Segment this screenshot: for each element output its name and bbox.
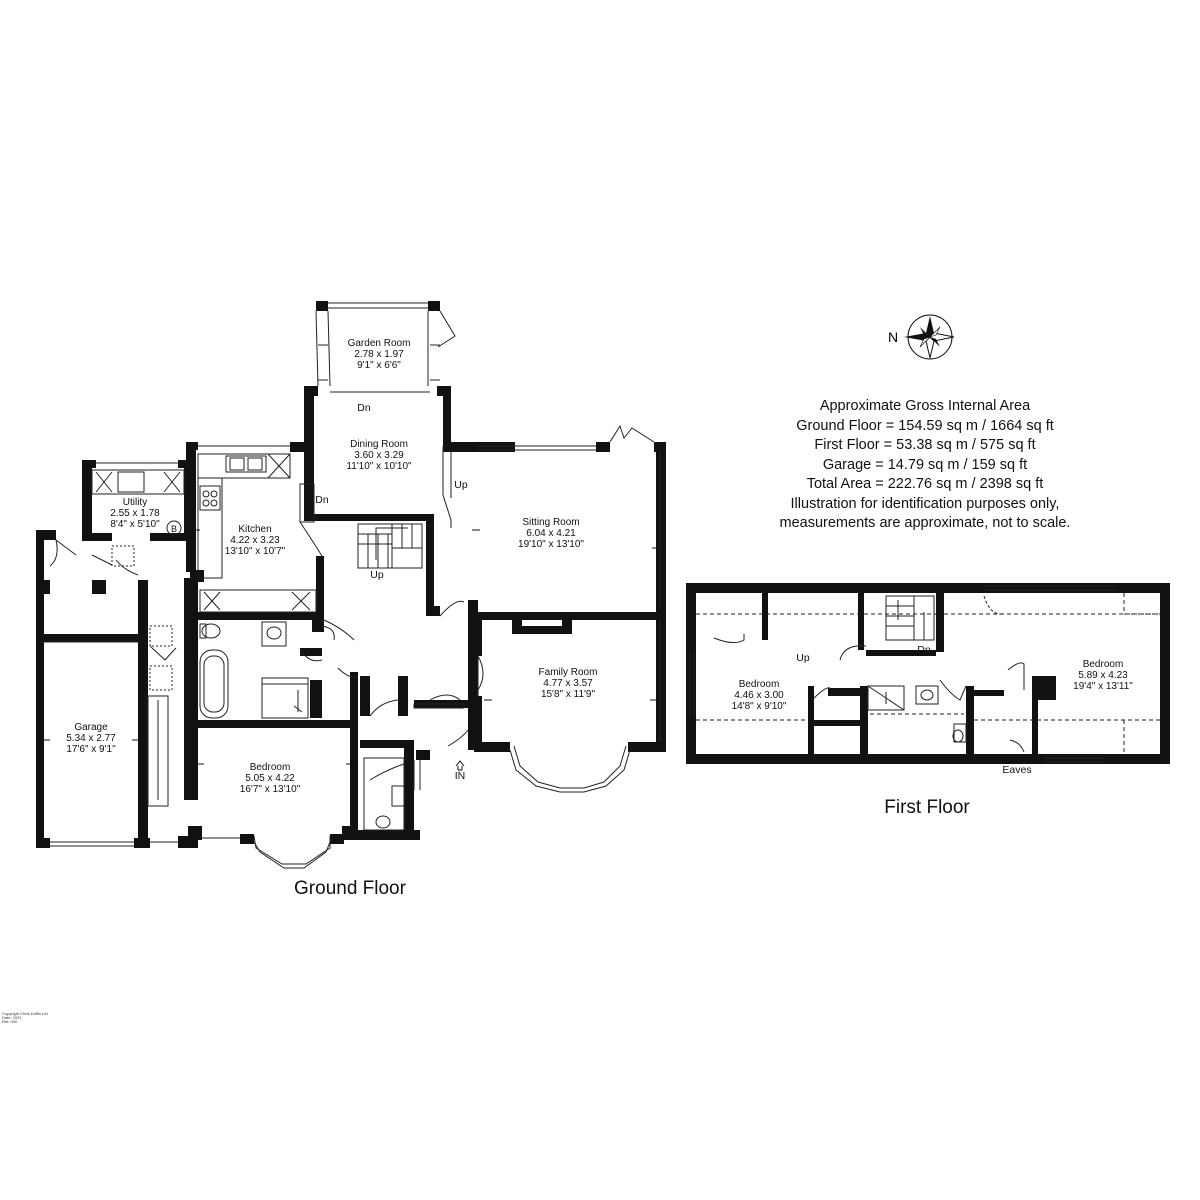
ff-bedroom-right-name: Bedroom (1083, 659, 1124, 670)
kitchen-name: Kitchen (238, 524, 271, 535)
family-room-imperial: 15'8" x 11'9" (541, 689, 596, 700)
entrance-marker: IN (455, 770, 466, 782)
first-floor-caption: First Floor (884, 797, 970, 818)
area-heading: Approximate Gross Internal Area (819, 398, 1031, 414)
ground-floor-walls (36, 301, 666, 848)
dn-garden-marker: Dn (357, 402, 371, 414)
bedroom-imperial: 16'7" x 13'10" (240, 784, 301, 795)
bedroom-name: Bedroom (250, 762, 291, 773)
ff-bedroom-right-imperial: 19'4" x 13'11" (1073, 681, 1133, 692)
sitting-room-imperial: 19'10" x 13'10" (518, 539, 584, 550)
dining-room-metric: 3.60 x 3.29 (354, 450, 404, 461)
ff-up-marker: Up (796, 652, 810, 664)
sitting-room-metric: 6.04 x 4.21 (526, 528, 576, 539)
kitchen-metric: 4.22 x 3.23 (230, 535, 280, 546)
garden-room-metric: 2.78 x 1.97 (354, 349, 404, 360)
kitchen-imperial: 13'10" x 10'7" (225, 546, 286, 557)
garage-imperial: 17'6" x 9'1" (66, 744, 116, 755)
area-disclaimer-1: Illustration for identification purposes… (790, 495, 1060, 512)
copyright-line-2: Date: 2021 (2, 1015, 22, 1020)
compass: N (882, 306, 962, 366)
first-floor-walls (686, 583, 1170, 764)
area-summary: Approximate Gross Internal Area Ground F… (740, 397, 1110, 534)
bedroom-metric: 5.05 x 4.22 (245, 773, 295, 784)
copyright-line-1: Copyright Chris Duffin Ltd (2, 1011, 48, 1016)
ground-floor-details (40, 302, 661, 869)
eaves-marker: Eaves (1002, 764, 1031, 776)
family-room-name: Family Room (539, 667, 598, 678)
area-total: Total Area = 222.76 sq m / 2398 sq ft (806, 476, 1044, 492)
up-sitting-marker: Up (454, 479, 468, 491)
boiler-marker: B (171, 524, 177, 534)
compass-north-label: N (888, 329, 898, 345)
ff-dn-marker: Dn (917, 644, 931, 656)
room-labels: Garden Room 2.78 x 1.97 9'1" x 6'6" Dini… (66, 338, 1133, 795)
first-floor-details (689, 585, 1160, 763)
sitting-room-name: Sitting Room (522, 517, 579, 528)
family-room-metric: 4.77 x 3.57 (543, 678, 593, 689)
markers: Dn Dn Up Up IN B Up Dn Eaves (171, 402, 1032, 782)
area-ground-floor: Ground Floor = 154.59 sq m / 1664 sq ft (796, 417, 1054, 434)
ground-floor-ticks (44, 454, 662, 765)
ff-bedroom-left-name: Bedroom (739, 679, 780, 690)
garden-room-imperial: 9'1" x 6'6" (357, 360, 401, 371)
up-stairs-marker: Up (370, 569, 384, 581)
area-garage: Garage = 14.79 sq m / 159 sq ft (822, 456, 1028, 473)
ground-floor-caption: Ground Floor (294, 878, 406, 899)
copyright-line-3: Ref: 000 (2, 1019, 18, 1024)
area-first-floor: First Floor = 53.38 sq m / 575 sq ft (814, 437, 1036, 453)
compass-rose-icon: N (888, 314, 955, 360)
dining-room-name: Dining Room (350, 439, 408, 450)
ff-bedroom-left-imperial: 14'8" x 9'10" (732, 701, 787, 712)
dn-kitchen-marker: Dn (315, 494, 329, 506)
copyright-notice: Copyright Chris Duffin Ltd Date: 2021 Re… (2, 1012, 48, 1024)
ff-bedroom-right-metric: 5.89 x 4.23 (1078, 670, 1128, 681)
entrance-arrow-icon (455, 760, 465, 771)
utility-name: Utility (123, 497, 147, 508)
area-disclaimer-2: measurements are approximate, not to sca… (779, 515, 1071, 531)
garden-room-name: Garden Room (348, 338, 411, 349)
dining-room-imperial: 11'10" x 10'10" (346, 461, 412, 472)
ff-bedroom-left-metric: 4.46 x 3.00 (734, 690, 784, 701)
garage-name: Garage (74, 722, 108, 733)
utility-imperial: 8'4" x 5'10" (110, 519, 160, 530)
utility-metric: 2.55 x 1.78 (110, 508, 160, 519)
garage-metric: 5.34 x 2.77 (66, 733, 116, 744)
